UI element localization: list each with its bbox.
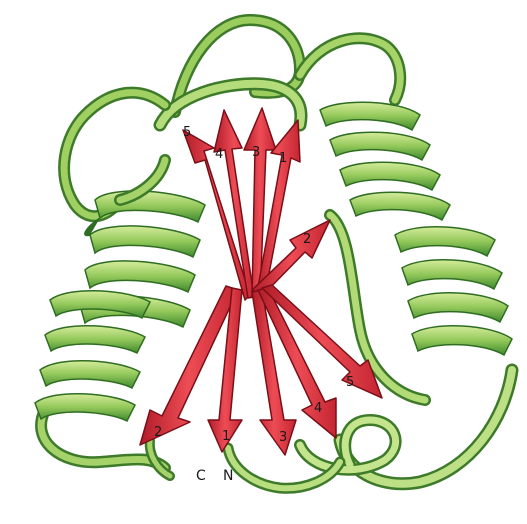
label-top-5: 5: [183, 125, 191, 140]
label-top-1: 1: [279, 151, 287, 166]
label-bottom-2: 2: [154, 425, 162, 440]
helix-right-lower: [395, 227, 512, 355]
label-bottom-3: 3: [279, 430, 287, 445]
label-bottom-1: 1: [222, 429, 230, 444]
label-n-terminus: N: [223, 468, 233, 484]
label-right-2: 2: [303, 232, 311, 247]
label-bottom-5: 5: [346, 375, 354, 390]
label-bottom-4: 4: [314, 401, 322, 416]
helix-right-upper: [320, 102, 450, 220]
label-top-3: 3: [252, 145, 260, 160]
label-top-4: 4: [215, 147, 223, 162]
label-c-terminus: C: [196, 468, 206, 484]
